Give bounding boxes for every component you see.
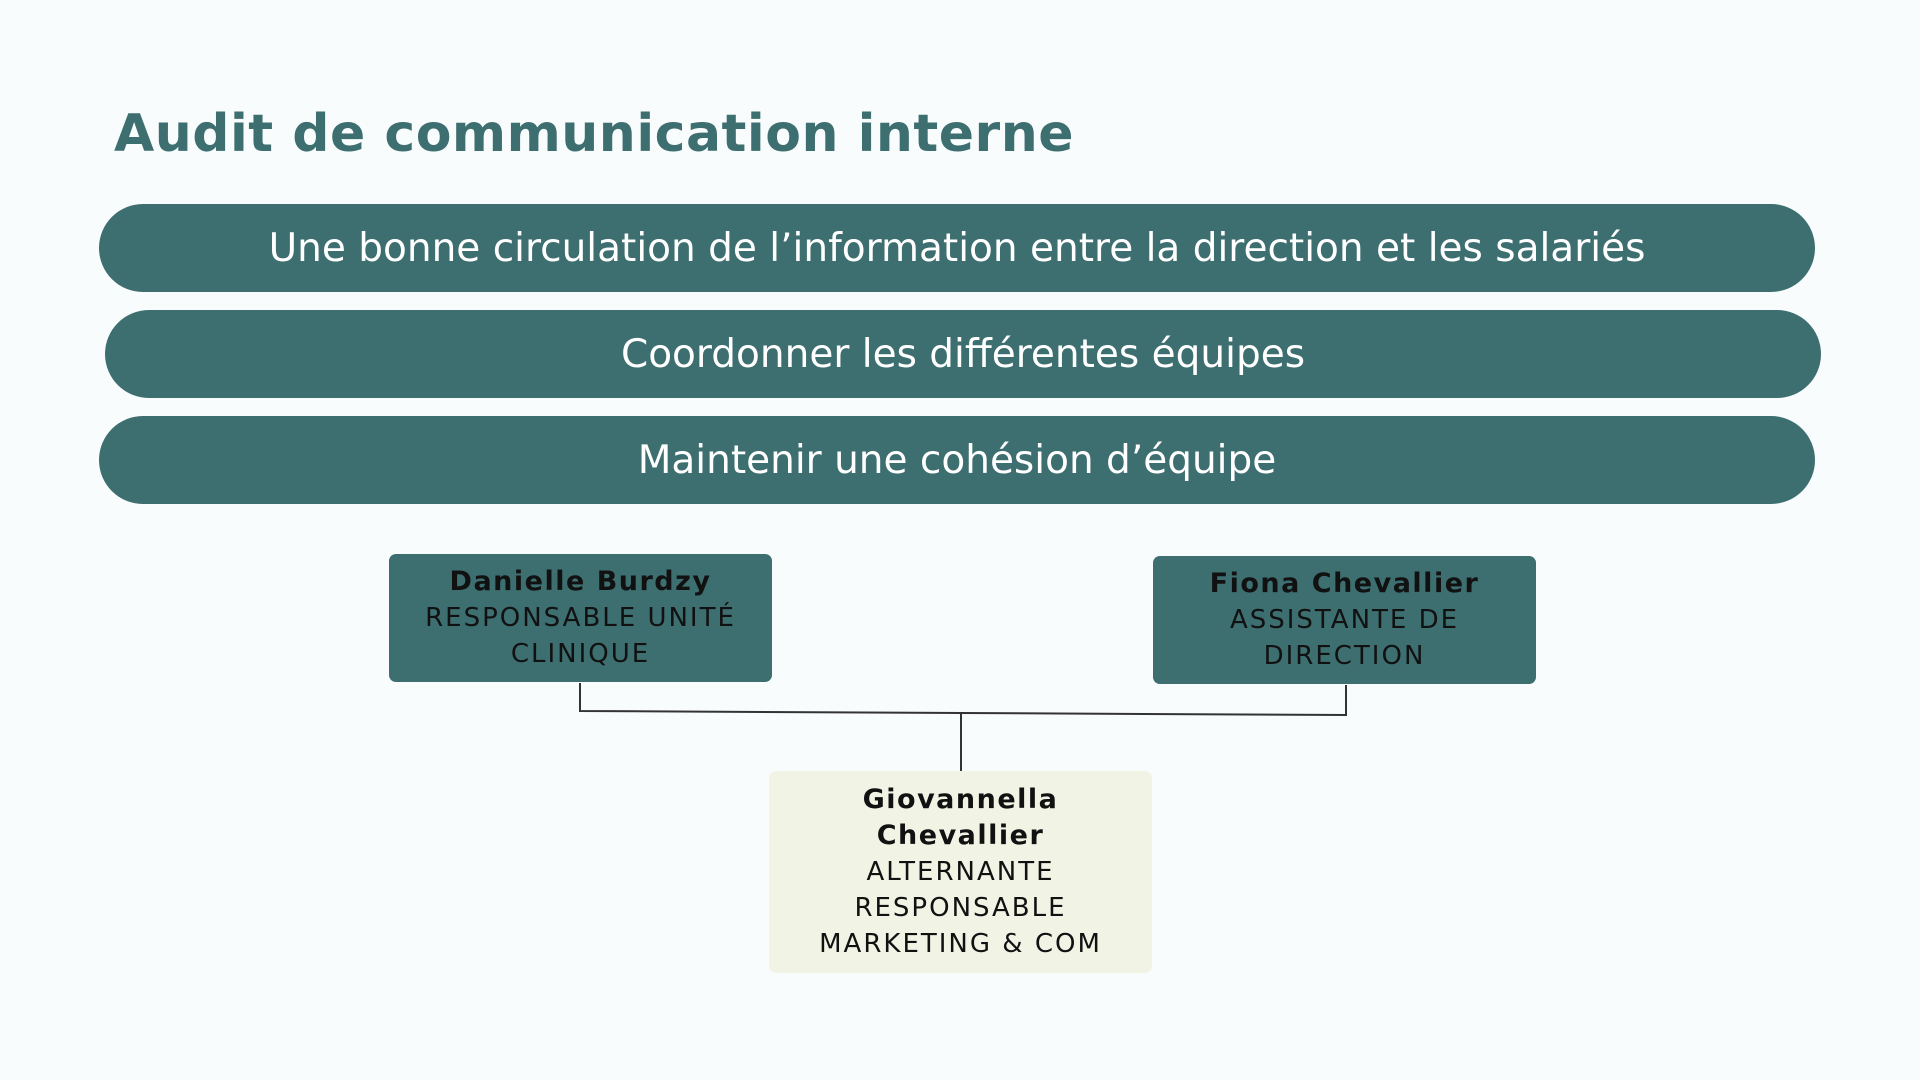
org-card-danielle-burdzy: Danielle Burdzy RESPONSABLE UNITÉ CLINIQ…	[389, 554, 772, 682]
goal-label: Une bonne circulation de l’information e…	[268, 225, 1646, 271]
goal-pill-team-coordination: Coordonner les différentes équipes	[105, 310, 1821, 398]
person-role: ASSISTANTE DE DIRECTION	[1229, 605, 1460, 671]
person-name: Danielle Burdzy	[449, 566, 712, 597]
connector-right	[960, 685, 1347, 717]
person-name: Giovannella Chevallier	[862, 784, 1059, 851]
goal-label: Coordonner les différentes équipes	[620, 331, 1306, 377]
goal-label: Maintenir une cohésion d’équipe	[637, 437, 1277, 483]
person-role: ALTERNANTE RESPONSABLE MARKETING & COM	[819, 857, 1102, 959]
org-card-giovannella-chevallier: Giovannella Chevallier ALTERNANTE RESPON…	[769, 771, 1152, 973]
org-card-fiona-chevallier: Fiona Chevallier ASSISTANTE DE DIRECTION	[1153, 556, 1536, 684]
page-title: Audit de communication interne	[114, 104, 1074, 164]
goal-pill-information-flow: Une bonne circulation de l’information e…	[99, 204, 1815, 292]
person-name: Fiona Chevallier	[1209, 568, 1480, 599]
person-role: RESPONSABLE UNITÉ CLINIQUE	[425, 603, 736, 669]
connector-left	[579, 683, 962, 714]
goal-pill-team-cohesion: Maintenir une cohésion d’équipe	[99, 416, 1815, 504]
